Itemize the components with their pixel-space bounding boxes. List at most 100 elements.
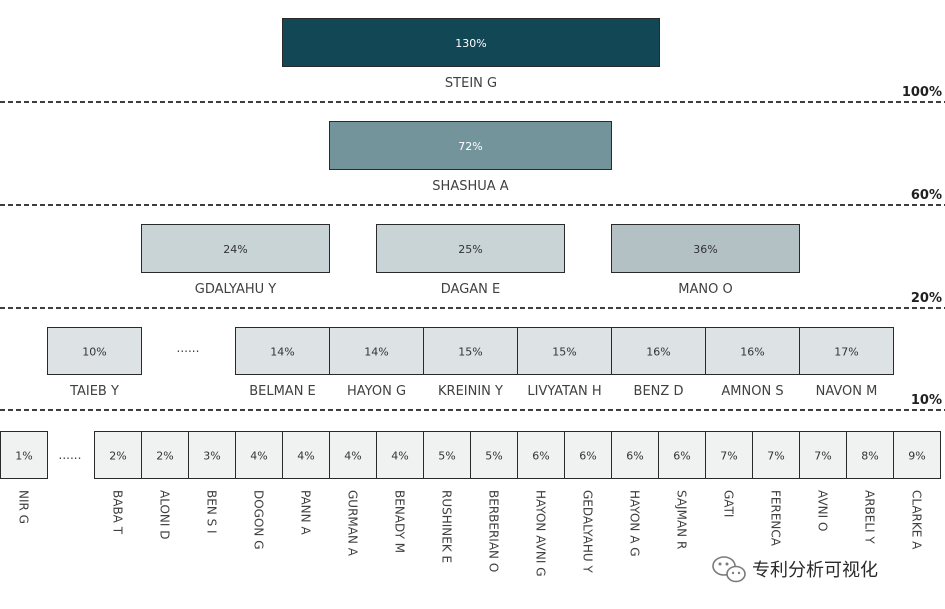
value-box (705, 327, 800, 375)
watermark-text: 专利分析可视化 (752, 560, 878, 581)
threshold-label: 100% (902, 85, 942, 100)
value-box (376, 224, 565, 273)
value-label: 24% (223, 243, 247, 256)
value-label: 72% (458, 140, 482, 153)
ellipsis-markers: ...... ...... (59, 341, 200, 462)
value-box (47, 327, 142, 375)
value-box (658, 431, 706, 479)
value-box (564, 431, 612, 479)
value-label: 6% (579, 450, 596, 463)
value-label: 3% (203, 450, 220, 463)
value-label: 6% (626, 450, 643, 463)
name-label: FERENCA (769, 490, 783, 547)
tier-ellipsis: ...... (177, 341, 200, 355)
watermark: 专利分析可视化 (712, 556, 878, 583)
name-label: AVNI O (816, 490, 830, 531)
value-label: 4% (297, 450, 314, 463)
value-label: 9% (908, 450, 925, 463)
name-label: CLARKE A (910, 490, 924, 550)
value-label: 25% (458, 243, 482, 256)
value-box (611, 431, 659, 479)
value-box (94, 431, 142, 479)
value-box (799, 327, 894, 375)
value-label: 15% (552, 346, 576, 359)
name-label: GATI (722, 490, 736, 517)
value-label: 8% (861, 450, 878, 463)
value-label: 7% (720, 450, 737, 463)
name-label: HAYON AVNI G (534, 490, 548, 577)
bottom-ellipsis: ...... (59, 448, 82, 462)
name-label: SHASHUA A (432, 179, 508, 194)
value-box (376, 431, 424, 479)
threshold-label: 20% (911, 291, 942, 306)
value-label: 6% (673, 450, 690, 463)
value-label: 5% (438, 450, 455, 463)
name-label: BABA T (111, 490, 125, 535)
value-label: 1% (15, 450, 32, 463)
value-label: 15% (458, 346, 482, 359)
value-label: 2% (156, 450, 173, 463)
value-box (517, 327, 612, 375)
value-box (893, 431, 941, 479)
name-label: DOGON G (252, 490, 266, 550)
name-label: KREININ Y (438, 384, 503, 399)
name-label: GEDALYAHU Y (581, 490, 595, 573)
value-box (141, 224, 330, 273)
value-label: 5% (485, 450, 502, 463)
name-label: PANN A (299, 490, 313, 535)
name-label: NAVON M (816, 384, 878, 399)
value-box (329, 431, 377, 479)
name-label: BENZ D (634, 384, 684, 399)
tier-4: 10% TAIEB Y 14% BELMAN E 14% HAYON G 15% KREINI… (47, 327, 894, 399)
name-label: RUSHINEK E (440, 490, 454, 563)
value-label: 36% (693, 243, 717, 256)
name-label: STEIN G (445, 76, 497, 91)
name-label: NIR G (17, 490, 31, 524)
value-box (752, 431, 800, 479)
name-label: ALONI D (158, 490, 172, 539)
value-label: 14% (364, 346, 388, 359)
tier-1: 130%STEIN G (282, 18, 660, 91)
value-label: 14% (270, 346, 294, 359)
tier-boxes: 130%STEIN G 72% SHASHUA A 24% GDALYAHU Y 25% D… (0, 18, 941, 577)
name-label: SAJMAN R (675, 490, 689, 549)
value-box (517, 431, 565, 479)
name-label: HAYON A G (628, 490, 642, 557)
value-box (423, 431, 471, 479)
value-box (329, 121, 612, 170)
tier-2: 72% SHASHUA A (329, 121, 612, 194)
name-label: LIVYATAN H (527, 384, 601, 399)
value-box (846, 431, 894, 479)
value-box (282, 18, 660, 67)
name-label: HAYON G (347, 384, 406, 399)
name-label: BELMAN E (249, 384, 316, 399)
wechat-icon (712, 556, 746, 583)
value-box (470, 431, 518, 479)
name-label: AMNON S (721, 384, 783, 399)
name-label: MANO O (678, 282, 732, 297)
name-label: TAIEB Y (69, 384, 119, 399)
value-label: 10% (82, 346, 106, 359)
threshold-label: 60% (911, 188, 942, 203)
value-label: 4% (391, 450, 408, 463)
threshold-label: 10% (911, 393, 942, 408)
name-label: BEN S I (205, 490, 219, 534)
value-label: 7% (767, 450, 784, 463)
value-box (0, 431, 48, 479)
name-label: ARBELI Y (863, 490, 877, 544)
name-label: DAGAN E (441, 282, 500, 297)
value-box (188, 431, 236, 479)
value-box (611, 224, 800, 273)
value-box (329, 327, 424, 375)
value-box (282, 431, 330, 479)
value-label: 17% (834, 346, 858, 359)
threshold-lines: 100% 60% 20% 10% (0, 85, 945, 411)
value-box (141, 431, 189, 479)
name-label: GDALYAHU Y (195, 282, 277, 297)
name-label: BENADY M (393, 490, 407, 553)
value-label: 6% (532, 450, 549, 463)
value-label: 4% (250, 450, 267, 463)
value-box (705, 431, 753, 479)
value-label: 7% (814, 450, 831, 463)
